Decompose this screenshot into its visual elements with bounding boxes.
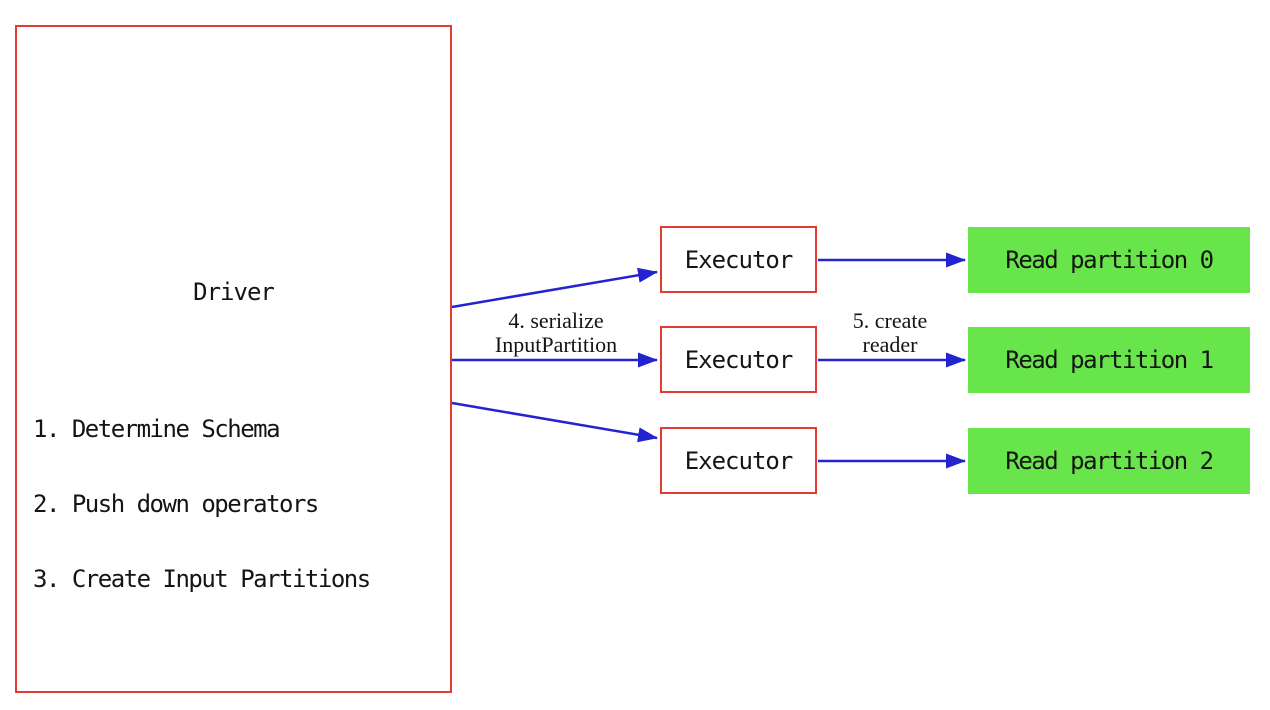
executor-box-2: Executor [660,427,817,494]
driver-step-create-input-partitions: 3. Create Input Partitions [33,565,371,593]
driver-step-push-down-operators: 2. Push down operators [33,490,319,518]
partition-2-label: Read partition 2 [1005,447,1214,475]
partition-1-label: Read partition 1 [1005,346,1214,374]
executor-box-0: Executor [660,226,817,293]
driver-steps-list: 1. Determine Schema 2. Push down operato… [33,367,371,642]
executor-1-label: Executor [684,345,794,374]
edge-label-serialize-line2: InputPartition [494,332,618,357]
executor-0-label: Executor [684,245,794,274]
driver-step-determine-schema: 1. Determine Schema [33,415,281,443]
driver-title: Driver [193,278,275,306]
edge-label-serialize-inputpartition: 4. serialize InputPartition [446,309,666,357]
arrow-driver-to-executor-2 [451,401,658,443]
edge-label-create-reader-line1: 5. create [852,308,928,333]
edge-label-serialize-line1: 4. serialize [508,308,604,333]
driver-box: Driver 1. Determine Schema 2. Push down … [15,25,452,693]
partition-0-label: Read partition 0 [1005,246,1214,274]
arrow-driver-to-executor-0 [451,267,658,309]
edge-label-create-reader: 5. create reader [810,309,970,357]
executor-2-label: Executor [684,446,794,475]
edge-label-create-reader-line2: reader [862,332,918,357]
partition-box-2: Read partition 2 [968,428,1250,494]
executor-box-1: Executor [660,326,817,393]
partition-box-1: Read partition 1 [968,327,1250,393]
partition-box-0: Read partition 0 [968,227,1250,293]
